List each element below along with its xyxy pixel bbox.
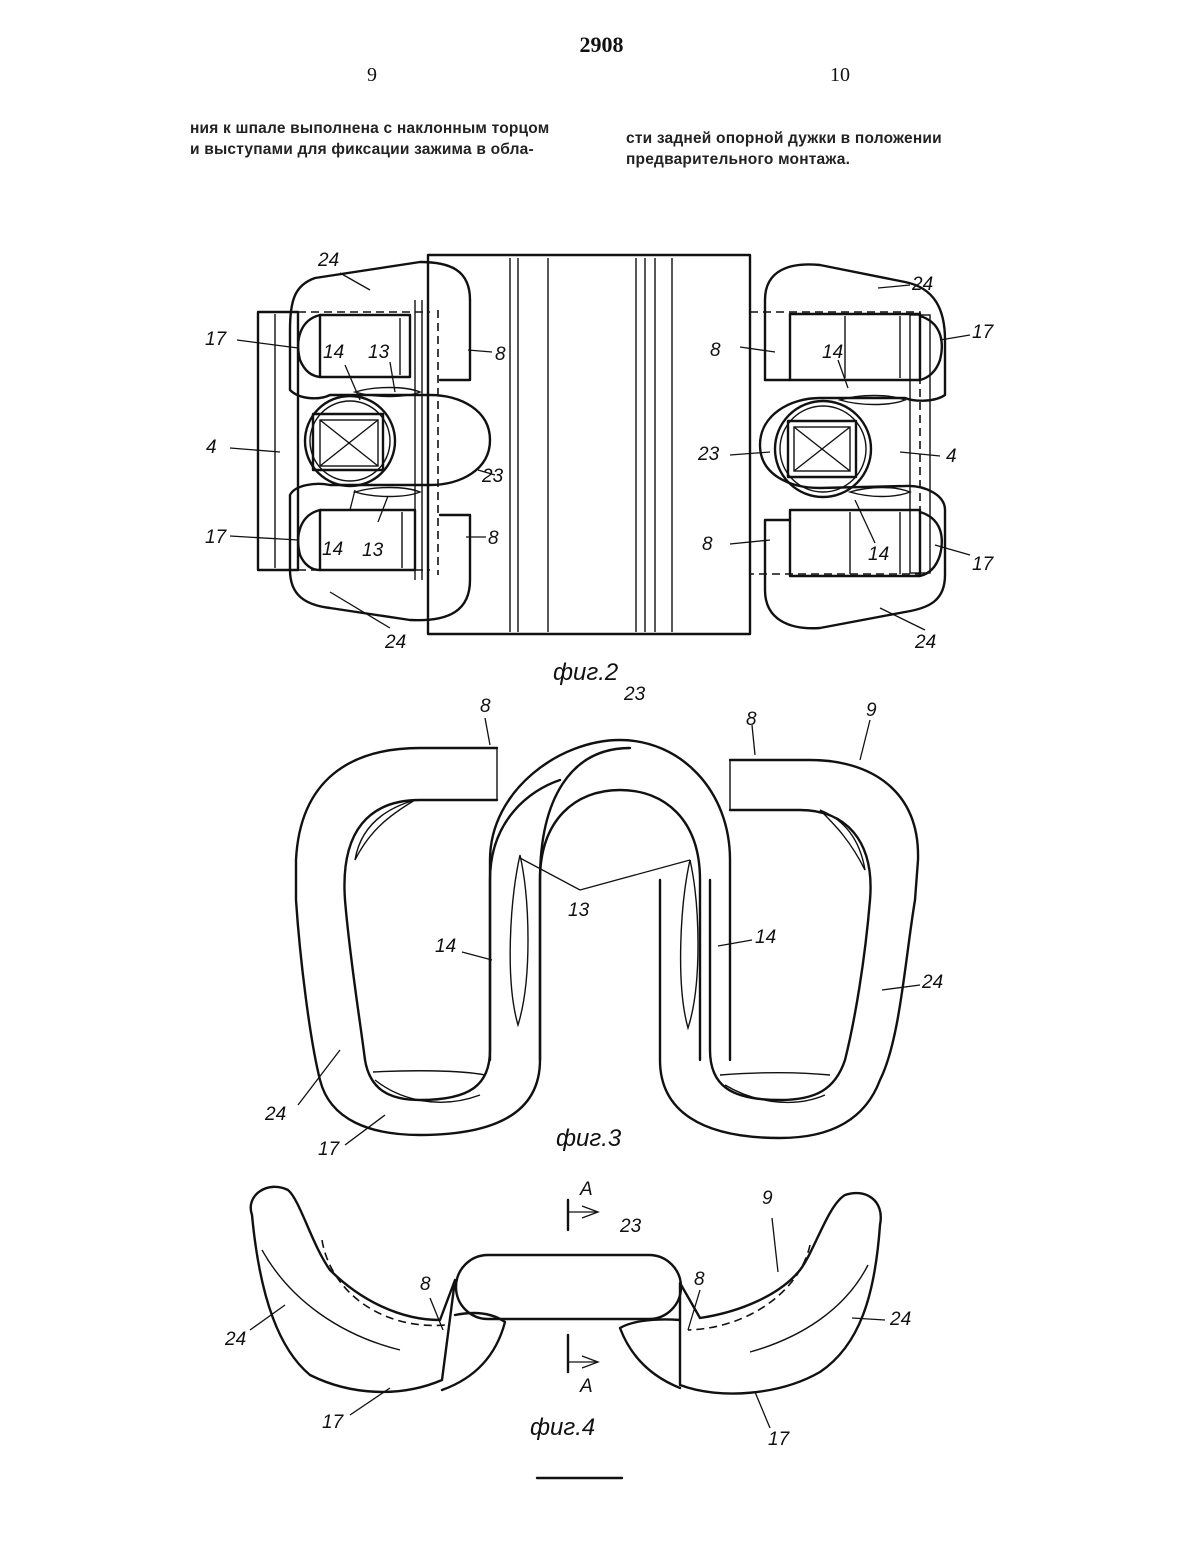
label-23: 23 (623, 684, 646, 705)
label-14: 14 (322, 539, 343, 560)
base-plate-left (258, 312, 298, 570)
lens-left (510, 855, 528, 1025)
figure-4: A 23 9 8 8 24 24 A 17 17 фиг.4 (224, 1179, 911, 1450)
figure-3: 8 23 8 9 13 14 14 24 24 17 фиг.3 (264, 684, 943, 1160)
label-8: 8 (710, 340, 721, 361)
label-A: A (579, 1179, 593, 1200)
figure-caption: фиг.2 (553, 659, 618, 686)
label-14: 14 (868, 544, 889, 565)
label-4: 4 (206, 437, 217, 458)
label-8: 8 (420, 1274, 431, 1295)
label-8: 8 (746, 709, 757, 730)
label-17: 17 (205, 527, 228, 548)
clip-left-loop-outer (296, 748, 630, 1135)
label-17: 17 (972, 322, 995, 343)
label-23: 23 (697, 444, 720, 465)
label-24: 24 (384, 632, 406, 653)
label-17: 17 (972, 554, 995, 575)
label-A: A (579, 1376, 593, 1397)
label-17: 17 (322, 1412, 345, 1433)
bolt-washer-left (305, 396, 395, 486)
label-17: 17 (205, 329, 228, 350)
label-13: 13 (362, 540, 384, 561)
figure-caption: фиг.4 (530, 1414, 595, 1441)
label-14: 14 (822, 342, 843, 363)
label-14: 14 (323, 342, 344, 363)
label-9: 9 (762, 1188, 773, 1209)
label-24: 24 (889, 1309, 911, 1330)
label-8: 8 (702, 534, 713, 555)
clip-centre-bar (456, 1255, 681, 1319)
lens-right (681, 860, 698, 1028)
label-17: 17 (318, 1139, 341, 1160)
label-24: 24 (264, 1104, 286, 1125)
label-24: 24 (224, 1329, 246, 1350)
label-17: 17 (768, 1429, 791, 1450)
label-8: 8 (480, 696, 491, 717)
label-23: 23 (619, 1216, 642, 1237)
label-14: 14 (435, 936, 456, 957)
figure-2: 24 17 4 17 24 8 8 23 14 13 14 13 24 17 4… (205, 250, 995, 686)
label-24: 24 (911, 274, 933, 295)
label-9: 9 (866, 700, 877, 721)
label-13: 13 (368, 342, 390, 363)
label-8: 8 (694, 1269, 705, 1290)
label-23: 23 (481, 466, 504, 487)
label-24: 24 (914, 632, 936, 653)
label-24: 24 (317, 250, 339, 271)
figure-caption: фиг.3 (556, 1125, 622, 1152)
label-14: 14 (755, 927, 776, 948)
clip-right-loop-inner (710, 810, 871, 1100)
label-4: 4 (946, 446, 957, 467)
label-8: 8 (495, 344, 506, 365)
label-13: 13 (568, 900, 590, 921)
clip-right-loop-outer (660, 760, 918, 1138)
label-8: 8 (488, 528, 499, 549)
label-24: 24 (921, 972, 943, 993)
